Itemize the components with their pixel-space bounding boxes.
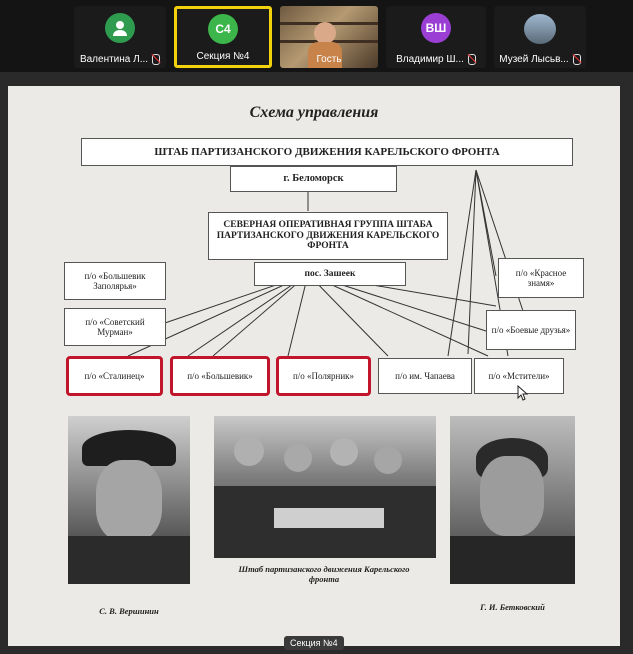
avatar: [105, 13, 135, 43]
participant-name: Валентина Л...: [79, 54, 149, 65]
unit-box: п/о «Красное знамя»: [498, 258, 584, 298]
unit-box: п/о «Боевые друзья»: [486, 310, 576, 350]
participant-tile-video[interactable]: Музей Лысьв...: [494, 6, 586, 68]
unit-box-highlighted: п/о «Полярник»: [276, 356, 371, 396]
participant-name: Музей Лысьв...: [499, 54, 569, 65]
shared-screen: Схема управления ШТАБ ПАРТИЗАНСКОГО: [0, 72, 633, 654]
avatar: ВШ: [421, 13, 451, 43]
avatar: С4: [208, 14, 238, 44]
unit-box: п/о им. Чапаева: [378, 358, 472, 394]
slide-title: Схема управления: [249, 104, 379, 121]
mic-muted-icon: [467, 53, 476, 65]
unit-box: п/о «Советский Мурман»: [64, 308, 166, 346]
participant-tile-active[interactable]: С4 Секция №4: [174, 6, 272, 68]
photo-caption: Г. И. Бетковский: [480, 602, 545, 612]
participant-tile-video[interactable]: Гость: [280, 6, 378, 68]
photo-caption: С. В. Вершинин: [99, 606, 159, 616]
portrait-photo: [450, 416, 575, 584]
zashek-box: пос. Зашеек: [254, 262, 406, 286]
hq-box: ШТАБ ПАРТИЗАНСКОГО ДВИЖЕНИЯ КАРЕЛЬСКОГО …: [81, 138, 573, 166]
operational-group-box: СЕВЕРНАЯ ОПЕРАТИВНАЯ ГРУППА ШТАБА ПАРТИЗ…: [208, 212, 448, 260]
photo-caption: Штаб партизанского движения Карельского …: [238, 564, 410, 584]
presenter-name-badge: Секция №4: [284, 636, 344, 650]
participant-tile[interactable]: ВШ Владимир Ш...: [386, 6, 486, 68]
unit-box-highlighted: п/о «Сталинец»: [66, 356, 163, 396]
person-face: [314, 22, 336, 44]
participant-name: Секция №4: [196, 51, 250, 62]
presentation-slide: Схема управления ШТАБ ПАРТИЗАНСКОГО: [8, 86, 620, 646]
user-icon: [113, 21, 127, 36]
unit-box: п/о «Большевик Заполярья»: [64, 262, 166, 300]
belomorsk-box: г. Беломорск: [230, 166, 397, 192]
mic-muted-icon: [152, 53, 161, 65]
participant-tile[interactable]: Валентина Л...: [74, 6, 166, 68]
unit-box-highlighted: п/о «Большевик»: [170, 356, 270, 396]
mouse-cursor-icon: [517, 385, 529, 401]
group-photo: [214, 416, 436, 558]
participant-name: Гость: [316, 54, 342, 65]
portrait-photo: [68, 416, 190, 584]
video-thumbnail: [524, 14, 556, 44]
mic-muted-icon: [572, 53, 581, 65]
participant-name: Владимир Ш...: [396, 54, 464, 65]
participants-bar: Валентина Л... С4 Секция №4 Гость ВШ Вла…: [0, 0, 633, 72]
